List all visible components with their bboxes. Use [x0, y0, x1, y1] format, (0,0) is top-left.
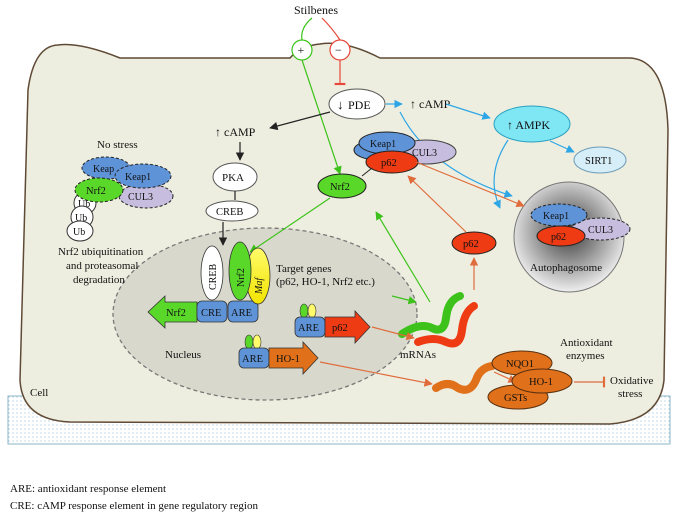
p62-auto-label: p62 — [551, 232, 566, 243]
nqo1-label: NQO1 — [506, 359, 534, 370]
legend-cre: CRE: cAMP response element in gene regul… — [10, 500, 258, 512]
mrna-ho1 — [432, 362, 496, 394]
nrf2-free — [317, 173, 367, 199]
target-genes-l2: (p62, HO-1, Nrf2 etc.) — [276, 276, 375, 288]
p62-to-complex-arrow — [407, 175, 467, 233]
oxidative-l2: stress — [618, 388, 642, 400]
legend-are: ARE: antioxidant response element — [10, 483, 167, 495]
p62-auto — [536, 225, 586, 247]
cre-label: CRE — [201, 308, 221, 319]
antioxidant-l2: enzymes — [566, 350, 604, 362]
maf-bound-label: Maf — [254, 277, 265, 295]
ns-caption-3: degradation — [73, 274, 125, 286]
mrna-nrf2 — [398, 292, 464, 338]
nucleus-label: Nucleus — [165, 349, 201, 361]
p62-complex-label: p62 — [381, 158, 397, 169]
stilbene-to-nrf2-arrow — [301, 59, 342, 175]
mrnas-label: mRNAs — [400, 349, 436, 361]
ho1-gene-arrow — [268, 340, 319, 376]
nrf2-ns-label: Nrf2 — [86, 186, 106, 197]
complex-to-autophagosome-arrow — [415, 161, 525, 208]
stilbene-activation-stem — [301, 17, 313, 41]
target-genes-to-mrna-arrow — [391, 295, 417, 305]
keap1-ns — [114, 163, 172, 189]
nrf2-on-ho1-a — [244, 334, 254, 350]
pka-label: PKA — [222, 172, 244, 184]
maf-on-p62-b — [307, 303, 317, 319]
pde-to-camp-left-arrow — [269, 111, 331, 131]
ampk-to-autophagosome-arrow — [493, 139, 509, 209]
are-main-label: ARE — [231, 308, 252, 319]
p62-free-label: p62 — [463, 239, 479, 250]
are-ho1-label: ARE — [242, 354, 263, 365]
target-genes-l1: Target genes — [276, 263, 332, 275]
nrf2-free-label: Nrf2 — [330, 182, 350, 193]
p62-free — [451, 231, 497, 255]
ho1-enzyme-node — [511, 368, 573, 394]
gsts-label: GSTs — [504, 393, 527, 404]
mrna-p62 — [414, 302, 478, 348]
are-box-main — [227, 300, 259, 323]
antioxidant-l1: Antioxidant — [560, 337, 613, 349]
cre-box — [196, 300, 228, 323]
sirt1-label: SIRT1 — [585, 156, 612, 167]
camp-left: ↑ cAMP — [215, 125, 256, 139]
keap1-ns-label: Keap1 — [125, 172, 151, 183]
maf-on-ho1-b — [252, 334, 262, 350]
keap1-auto-label: Keap1 — [543, 211, 569, 222]
ampk-to-sirt1-arrow — [549, 140, 575, 153]
nrf2-output-arrow — [147, 295, 198, 329]
sirt1-node — [573, 146, 627, 174]
keap1-complex-label: Keap1 — [370, 139, 396, 150]
cul3-auto-label: CUL3 — [588, 225, 613, 236]
ho1-gene-to-mrna-arrow — [319, 361, 433, 387]
creb-bound — [200, 245, 224, 301]
nrf2-bound-label: Nrf2 — [236, 268, 247, 287]
pde-node — [328, 88, 386, 120]
p62-gene-arrow — [324, 309, 371, 345]
nrf2-output-label: Nrf2 — [166, 308, 186, 319]
keap-back-label: Keap — [93, 164, 114, 175]
cul3-complex-label: CUL3 — [412, 148, 437, 159]
are-p62-label: ARE — [298, 323, 319, 334]
nrf2-ns — [74, 177, 124, 203]
ub-1 — [66, 220, 94, 242]
camp-to-ampk-arrow — [445, 103, 491, 120]
ns-caption-1: Nrf2 ubiquitination — [58, 246, 144, 258]
complex-releases-nrf2 — [361, 167, 373, 177]
ampk-node — [493, 105, 571, 143]
ho1-gene-label: HO-1 — [276, 354, 300, 365]
stilbenes-label: Stilbenes — [294, 3, 338, 17]
cell-label: Cell — [30, 387, 48, 399]
stilbene-inhibition-stem — [321, 17, 341, 41]
nrf2-on-p62-a — [299, 303, 309, 319]
inhibition-sign: − — [335, 43, 342, 57]
pde-down-arrow: ↓ — [337, 97, 344, 112]
ampk-label: ↑ AMPK — [507, 118, 550, 132]
no-stress-title: No stress — [97, 139, 138, 151]
cul3-ns-label: CUL3 — [128, 192, 153, 203]
nrf2-mrna-feedback-arrow — [375, 211, 431, 303]
ub-1-label: Ub — [73, 227, 85, 238]
ub-2-label: Ub — [75, 213, 87, 224]
creb-label: CREB — [216, 207, 243, 218]
ns-caption-2: and proteasomal — [66, 260, 138, 272]
p62-complex — [365, 150, 419, 174]
camp-right: ↑ cAMP — [410, 97, 451, 111]
pde-label: PDE — [348, 98, 371, 112]
activation-sign: + — [298, 43, 305, 57]
oxidative-l1: Oxidative — [610, 375, 653, 387]
nucleus — [112, 227, 418, 401]
ho1-enzyme-label: HO-1 — [529, 377, 553, 388]
creb-node — [205, 200, 259, 222]
p62-gene-to-mrna-arrow — [371, 326, 415, 341]
ub-3-label: Ub — [78, 199, 90, 210]
cul3-ns — [118, 183, 174, 209]
creb-bound-label: CREB — [208, 264, 219, 290]
autophagosome-label: Autophagosome — [530, 262, 602, 274]
nrf2-bound — [228, 241, 252, 301]
p62-gene-label: p62 — [332, 323, 348, 334]
nrf2-translocation-arrow — [249, 197, 331, 253]
